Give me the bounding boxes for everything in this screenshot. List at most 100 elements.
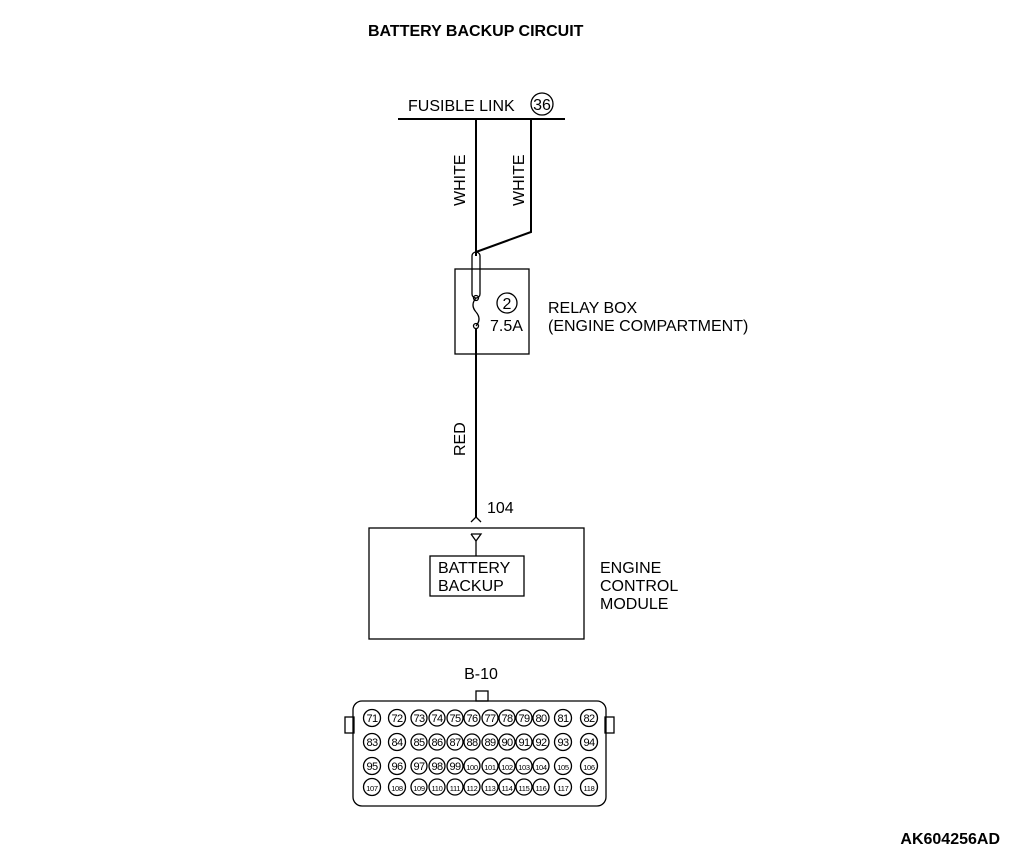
connector-pin-label-98: 98 [431,761,443,773]
connector-pin-label-113: 113 [484,784,495,793]
connector-pin-label-115: 115 [518,784,529,793]
relay-box-terminal [471,251,481,299]
connector-pin-115 [515,778,533,796]
connector-pin-118 [579,777,599,797]
connector-pin-116 [532,778,550,796]
connector-pin-103 [515,757,533,775]
fuse-rating: 7.5A [490,318,523,335]
red-wire-label: RED [452,422,469,456]
connector-pin-82 [579,708,599,728]
connector-pin-label-79: 79 [518,713,530,725]
connector-pin-label-104: 104 [535,763,547,772]
relay-box-label: RELAY BOX [548,300,638,317]
connector-pin-label-97: 97 [413,761,425,773]
connector-pin-99 [446,757,464,775]
fuse-terminal-top [472,294,480,302]
connector-pin-86 [428,733,446,751]
connector-pin-label-89: 89 [484,737,496,749]
ecm-label-line2: CONTROL [600,578,678,595]
connector-housing [352,700,607,807]
connector-pin-label-111: 111 [450,784,461,793]
connector-pin-87 [446,733,464,751]
connector-pin-88 [463,733,481,751]
connector-pin-label-109: 109 [413,784,425,793]
diagram-title: BATTERY BACKUP CIRCUIT [368,23,584,40]
connector-pin-label-99: 99 [449,761,461,773]
connector-pin-100 [463,757,481,775]
battery-backup-label-line2: BACKUP [438,578,504,595]
connector-pin-74 [428,709,446,727]
connector-pin-76 [463,709,481,727]
connector-pin-label-118: 118 [583,784,594,793]
fuse-number: 2 [503,296,512,313]
connector-pin-label-90: 90 [501,737,513,749]
connector-pin-108 [387,777,407,797]
connector-pin-label-91: 91 [518,737,530,749]
connector-pin-113 [481,778,499,796]
connector-right-latch [604,716,615,734]
connector-pin-label-94: 94 [583,737,595,749]
connector-pin-117 [553,777,573,797]
connector-pin-91 [515,733,533,751]
connector-pin-label-88: 88 [466,737,478,749]
connector-pin-109 [410,778,428,796]
connector-pin-95 [362,756,382,776]
connector-pin-93 [553,732,573,752]
connector-pin-label-112: 112 [466,784,477,793]
connector-pin-105 [553,756,573,776]
connector-pin-label-78: 78 [501,713,513,725]
connector-pin-label-92: 92 [535,737,547,749]
connector-pin-73 [410,709,428,727]
connector-pin-114 [498,778,516,796]
connector-pin-102 [498,757,516,775]
connector-male-symbol [470,516,482,523]
connector-pin-label-117: 117 [557,784,568,793]
connector-pin-101 [481,757,499,775]
relay-box-location: (ENGINE COMPARTMENT) [548,318,748,335]
connector-pin-110 [428,778,446,796]
connector-left-latch [344,716,355,734]
connector-pin-label-80: 80 [535,713,547,725]
connector-pin-106 [579,756,599,776]
connector-pin-label-74: 74 [431,713,443,725]
connector-pin-label-93: 93 [557,737,569,749]
connector-pin-77 [481,709,499,727]
connector-pin-label-107: 107 [366,784,378,793]
connector-pin-label-86: 86 [431,737,443,749]
connector-pin-90 [498,733,516,751]
connector-pin-label-76: 76 [466,713,478,725]
connector-pin-label-100: 100 [466,763,478,772]
connector-pin-label-82: 82 [583,713,595,725]
connector-pin-83 [362,732,382,752]
connector-pin-label-84: 84 [391,737,403,749]
connector-pin-label-75: 75 [449,713,461,725]
connector-pin-89 [481,733,499,751]
connector-pin-94 [579,732,599,752]
engine-control-module-box [368,527,585,640]
connector-pin-label-81: 81 [557,713,569,725]
fusible-link-number: 36 [533,97,551,114]
connector-pin-label-87: 87 [449,737,461,749]
connector-pin-label-83: 83 [366,737,378,749]
connector-name: B-10 [464,666,498,683]
connector-pin-107 [362,777,382,797]
white-wire-right-label: WHITE [511,154,528,206]
connector-pin-label-103: 103 [518,763,530,772]
connector-pin-79 [515,709,533,727]
figure-id: AK604256AD [900,831,1000,848]
connector-pin-label-71: 71 [366,713,378,725]
white-wire-left-label: WHITE [452,154,469,206]
fuse-element-upper [472,297,477,313]
connector-pin-96 [387,756,407,776]
connector-pin-label-108: 108 [391,784,403,793]
connector-pin-label-110: 110 [431,784,442,793]
ecm-terminal-number: 104 [487,500,514,517]
white-wire-right [475,119,532,253]
connector-pin-label-73: 73 [413,713,425,725]
connector-pin-label-102: 102 [501,763,513,772]
connector-female-symbol [470,533,483,543]
fuse-element-lower [475,311,480,327]
connector-pin-111 [446,778,464,796]
